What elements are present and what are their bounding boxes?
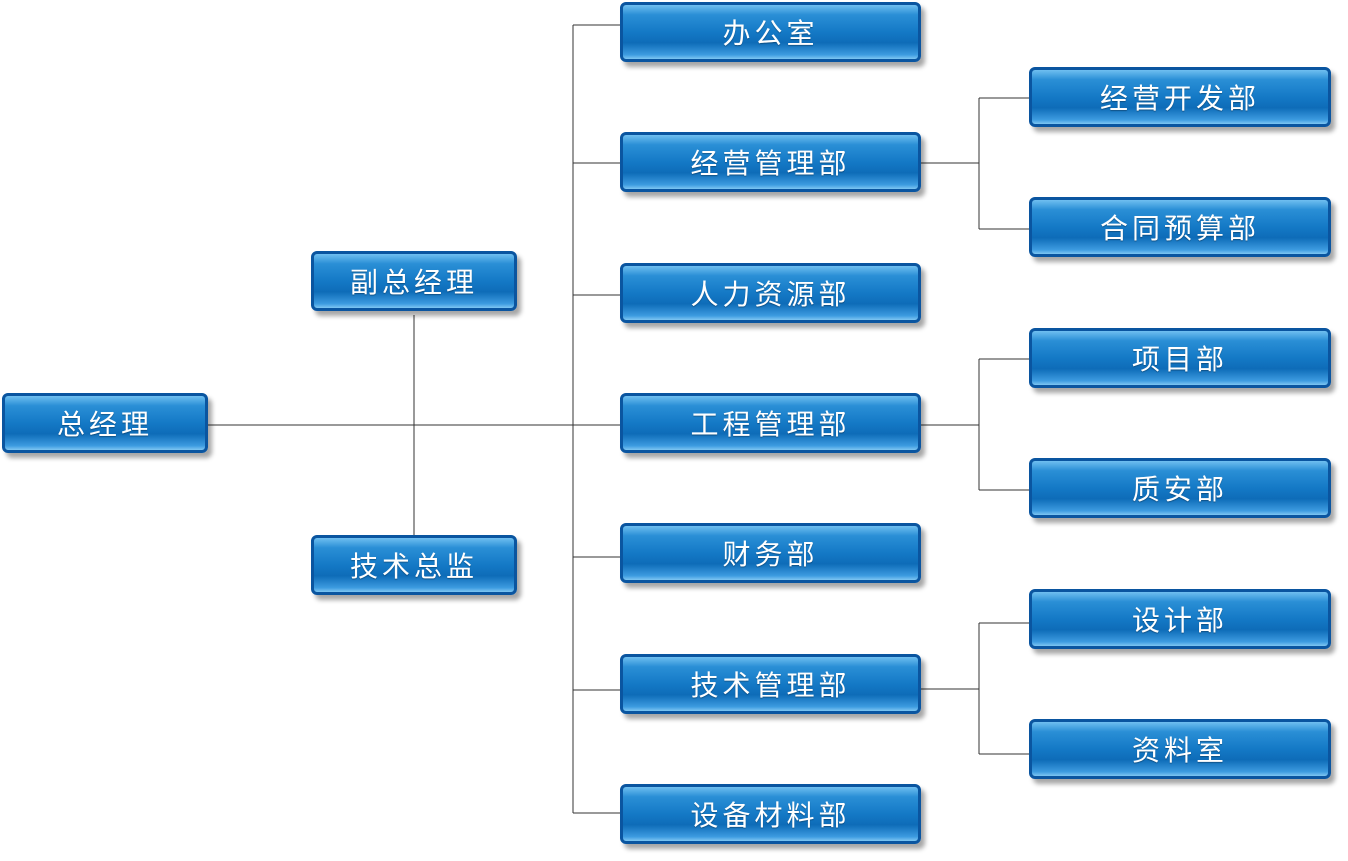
node-office: 办公室 bbox=[620, 2, 921, 62]
node-business-management: 经营管理部 bbox=[620, 132, 921, 192]
node-engineering-management: 工程管理部 bbox=[620, 393, 921, 453]
node-general-manager: 总经理 bbox=[2, 393, 208, 453]
node-archives: 资料室 bbox=[1029, 719, 1331, 779]
node-equipment-materials: 设备材料部 bbox=[620, 784, 921, 844]
node-project: 项目部 bbox=[1029, 328, 1331, 388]
node-quality-safety: 质安部 bbox=[1029, 458, 1331, 518]
node-finance: 财务部 bbox=[620, 523, 921, 583]
node-contract-budget: 合同预算部 bbox=[1029, 197, 1331, 257]
node-human-resources: 人力资源部 bbox=[620, 263, 921, 323]
node-technical-director: 技术总监 bbox=[311, 535, 517, 595]
node-technical-management: 技术管理部 bbox=[620, 654, 921, 714]
node-deputy-general-manager: 副总经理 bbox=[311, 251, 517, 311]
node-business-development: 经营开发部 bbox=[1029, 67, 1331, 127]
node-design: 设计部 bbox=[1029, 589, 1331, 649]
